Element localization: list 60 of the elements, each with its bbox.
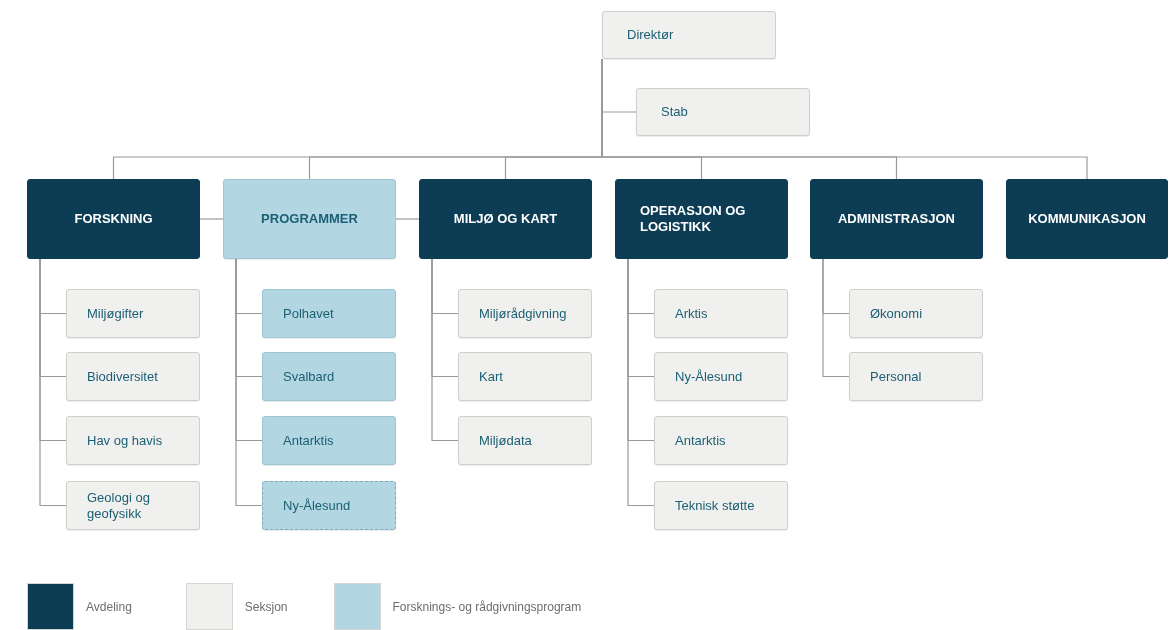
section-box <box>654 416 788 465</box>
section-box <box>458 416 592 465</box>
legend-label: Forsknings- og rådgivningsprogram <box>392 599 582 614</box>
department-box <box>1006 179 1168 259</box>
department-box <box>27 179 200 259</box>
box-label: Antarktis <box>283 432 334 449</box>
program-box <box>262 289 396 338</box>
connector-line <box>822 258 850 378</box>
box-label: Miljørådgivning <box>479 305 567 322</box>
box-label: Økonomi <box>870 305 923 322</box>
section-box <box>66 352 200 401</box>
box-label: Kart <box>479 368 503 385</box>
connector-line <box>627 258 655 507</box>
section-box <box>66 289 200 338</box>
department-box <box>615 179 788 259</box>
box-label: OPERASJON OG LOGISTIKK <box>640 203 747 235</box>
section-box <box>636 88 810 136</box>
box-label: KOMMUNIKASJON <box>1028 211 1146 227</box>
box-label: Svalbard <box>283 368 335 385</box>
program-box <box>262 481 396 530</box>
section-box <box>458 352 592 401</box>
legend-label: Seksjon <box>244 599 288 614</box>
connector-line <box>395 218 420 220</box>
connector-line <box>39 258 67 507</box>
section-box <box>602 11 776 59</box>
box-label: Stab <box>661 104 688 120</box>
department-box <box>810 179 983 259</box>
box-label: Arktis <box>675 305 708 322</box>
section-box <box>849 289 983 338</box>
section-box <box>458 289 592 338</box>
box-label: MILJØ OG KART <box>453 211 558 227</box>
box-label: PROGRAMMER <box>261 211 358 227</box>
program-box <box>223 179 396 259</box>
box-label: Personal <box>870 368 922 385</box>
box-label: Antarktis <box>675 432 726 449</box>
connector-line <box>199 218 224 220</box>
department-box <box>419 179 592 259</box>
program-box <box>262 352 396 401</box>
box-label: Biodiversitet <box>87 368 158 385</box>
box-label: Ny-Ålesund <box>675 368 743 385</box>
program-box <box>262 416 396 465</box>
box-label: Polhavet <box>283 305 334 322</box>
legend-label: Avdeling <box>86 599 132 614</box>
section-box <box>849 352 983 401</box>
section-box <box>654 481 788 530</box>
box-label: ADMINISTRASJON <box>838 211 955 227</box>
box-label: Hav og havis <box>87 432 163 449</box>
section-box <box>66 481 200 530</box>
box-label: Geologi og geofysikk <box>87 489 151 522</box>
connector-line <box>431 258 459 442</box>
section-box <box>66 416 200 465</box>
connector-line <box>235 258 263 507</box>
box-label: Teknisk støtte <box>675 497 755 514</box>
box-label: Miljødata <box>479 432 532 449</box>
box-label: Direktør <box>627 27 674 43</box>
box-label: FORSKNING <box>74 211 153 227</box>
box-label: Miljøgifter <box>87 305 144 322</box>
box-label: Ny-Ålesund <box>283 497 351 514</box>
section-box <box>654 352 788 401</box>
section-box <box>654 289 788 338</box>
